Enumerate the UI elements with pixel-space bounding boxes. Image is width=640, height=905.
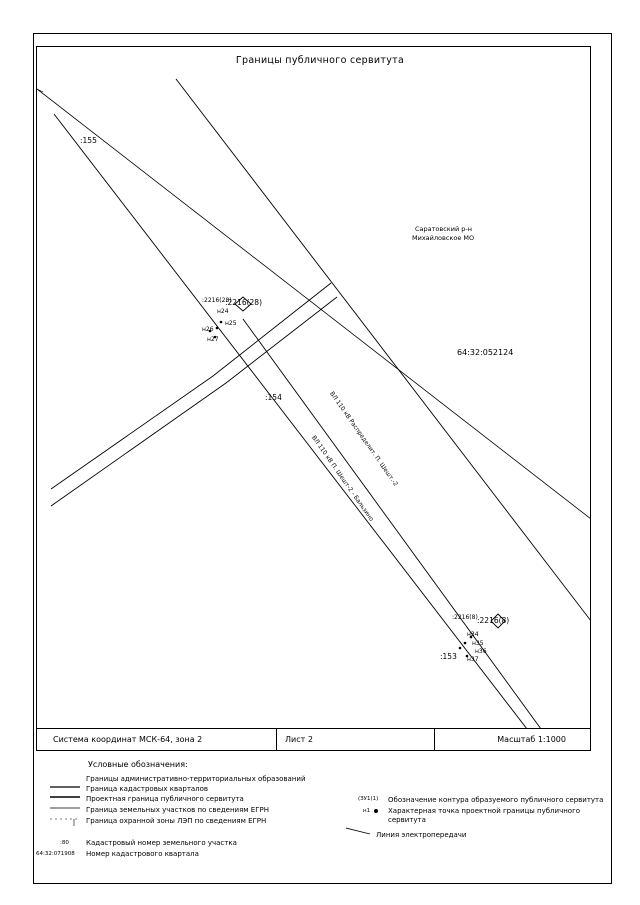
legend-item: Кадастровый номер земельного участка [86, 839, 237, 847]
easement-contour-top [234, 296, 252, 312]
legend-sample-contour: (ЗУ1(1) [358, 796, 379, 802]
point-number: н26 [202, 326, 214, 333]
region-label: Михайловское МО [412, 234, 475, 242]
legend-sample-quarter: 64:32:071908 [36, 851, 75, 857]
boundary-point [208, 329, 212, 333]
parcel-label: :153 [440, 652, 457, 661]
legend-item: Граница земельных участков по сведениям … [86, 806, 269, 814]
legend-item: Линия электропередачи [376, 831, 467, 839]
point-number: н37 [467, 656, 479, 663]
point-label: :2216(28) [225, 298, 263, 307]
point-number: н34 [467, 631, 479, 638]
road-edge-right [175, 78, 590, 621]
legend-item: Характерная точка проектной границы публ… [388, 807, 581, 825]
map-title: Границы публичного сервитута [235, 55, 405, 66]
legend-swatches [50, 786, 80, 826]
sheet-frame [33, 33, 612, 884]
map-drawing [37, 78, 590, 728]
legend-item: Граница охранной зоны ЛЭП по сведениям Е… [86, 817, 267, 825]
point-number: н24 [217, 308, 229, 315]
point-sample-icon [374, 809, 378, 813]
point-label: :2216(8) [477, 616, 510, 625]
point-number: н27 [207, 336, 219, 343]
legend-item: Номер кадастрового квартала [86, 850, 199, 858]
point-number: н35 [472, 640, 484, 647]
legend-item: Границы административно-территориальных … [86, 775, 306, 783]
contour-label: :2216(8) [452, 614, 478, 621]
legend-item: Граница кадастровых кварталов [86, 785, 209, 793]
boundary-point [213, 335, 217, 339]
legend-item: Обозначение контура образуемого публично… [388, 796, 604, 804]
boundary-point [458, 646, 462, 650]
boundary-point [463, 641, 467, 645]
legend-item: Проектная граница публичного сервитута [86, 795, 244, 803]
side-road-edge-top [50, 282, 332, 490]
legend-sample-point: н1 [363, 808, 371, 814]
contour-label: :2216(28) [202, 297, 232, 304]
boundary-point [219, 320, 223, 324]
side-road-edge-bottom [50, 296, 338, 507]
boundary-point [465, 654, 469, 658]
parcel-label: :155 [80, 136, 97, 145]
map-area: :155 Саратовский р-н Михайловское МО :22… [36, 46, 591, 729]
region-label: Саратовский р-н [415, 225, 472, 233]
easement-contour-bottom [490, 613, 506, 629]
point-number: н36 [475, 648, 487, 655]
info-bar: Система координат МСК-64, зона 2 Лист 2 … [36, 729, 591, 751]
sheet-number: Лист 2 [277, 729, 435, 750]
coordinate-system: Система координат МСК-64, зона 2 [37, 729, 277, 750]
boundary-point [469, 635, 473, 639]
legend-title: Условные обозначения: [88, 760, 188, 769]
road-edge-left [53, 113, 527, 728]
power-line-lower [242, 318, 541, 728]
quarter-number: 64:32:052124 [457, 348, 514, 357]
power-line-sample [346, 827, 371, 835]
point-number: н25 [225, 320, 237, 327]
boundary-point [215, 326, 219, 330]
parcel-label: :154 [265, 393, 282, 402]
legend-sample-parcel: :80 [60, 840, 69, 846]
quarter-boundary-line [37, 88, 590, 519]
map-scale: Масштаб 1:1000 [497, 735, 566, 744]
